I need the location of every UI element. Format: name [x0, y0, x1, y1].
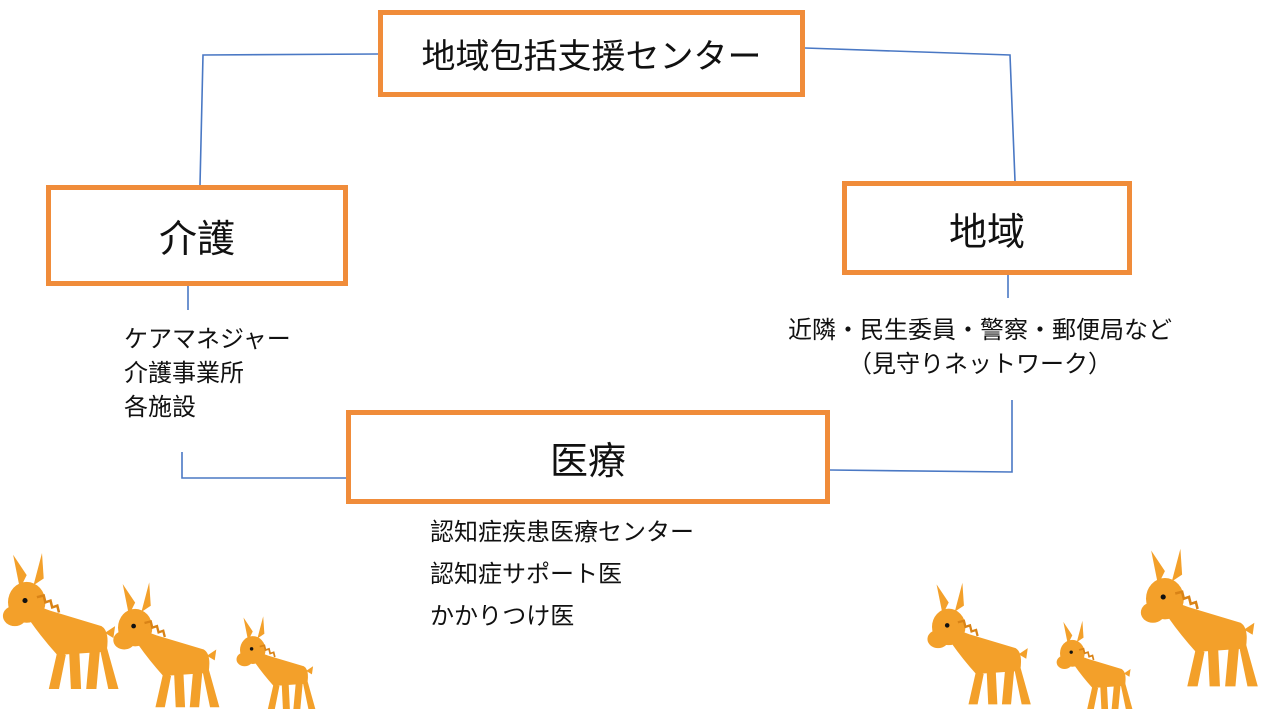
donkey-icon [1055, 619, 1134, 709]
node-community-support-center: 地域包括支援センター [378, 10, 805, 97]
medical-item: 認知症サポート医 [430, 560, 622, 588]
community-item: （見守りネットワーク） [848, 350, 1112, 378]
donkey-icon [235, 615, 317, 709]
medical-item: 認知症疾患医療センター [430, 518, 694, 546]
donkey-icon [1, 551, 120, 691]
connector-community-medical [829, 400, 1013, 473]
donkey-icon [112, 581, 221, 709]
care-item: 介護事業所 [124, 359, 244, 387]
donkeys-left-decoration [1, 551, 317, 709]
care-items: ケアマネジャー 介護事業所 各施設 [124, 322, 291, 424]
community-item: 近隣・民生委員・警察・郵便局など [788, 316, 1172, 344]
node-community-label: 地域 [948, 209, 1025, 254]
donkeys-right-decoration [926, 547, 1260, 709]
connector-center-care [199, 53, 379, 186]
medical-item: かかりつけ医 [430, 602, 575, 630]
node-medical: 医療 [346, 410, 830, 504]
connector-care-medical [181, 452, 346, 479]
care-item: 各施設 [124, 393, 196, 421]
node-care-label: 介護 [158, 217, 235, 261]
donkey-icon [1139, 547, 1260, 688]
node-community: 地域 [842, 181, 1132, 275]
community-items: 近隣・民生委員・警察・郵便局など （見守りネットワーク） [770, 313, 1190, 381]
donkey-icon [926, 581, 1032, 706]
medical-items: 認知症疾患医療センター 認知症サポート医 かかりつけ医 [430, 511, 694, 637]
connector-center-community [804, 47, 1016, 182]
care-item: ケアマネジャー [124, 325, 291, 353]
node-care: 介護 [46, 185, 348, 286]
node-center-label: 地域包括支援センター [421, 37, 762, 77]
node-medical-label: 医療 [549, 438, 626, 483]
